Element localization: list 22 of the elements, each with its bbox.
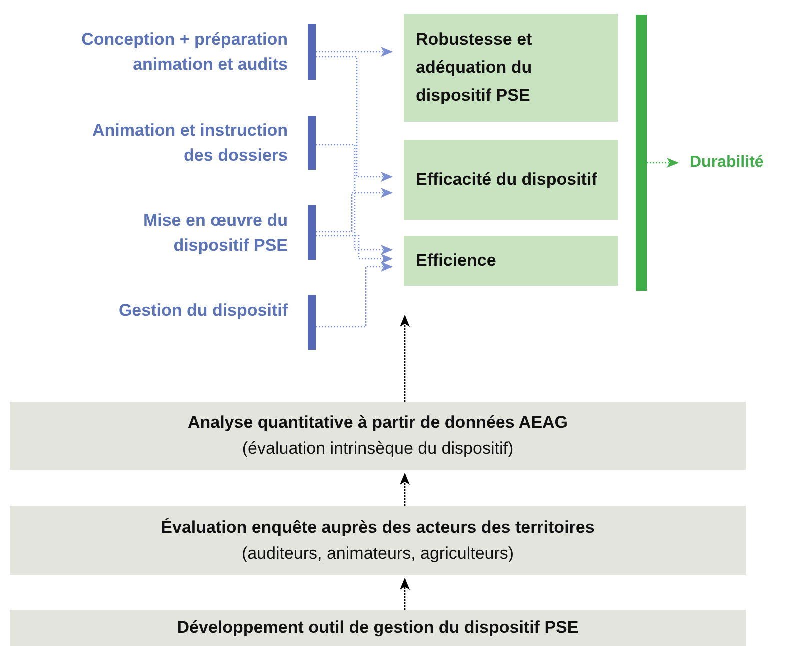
activity-label: Mise en œuvre du dispositif PSE [142,210,288,256]
arrow [316,235,393,264]
arrow [647,158,679,168]
activity-label: Gestion du dispositif [118,300,288,322]
criterion-box: Efficience [404,236,618,286]
arrow [316,262,393,328]
criterion-box: Robustesse et adéquation du dispositif PSE [404,14,618,122]
arrow [400,473,410,506]
arrow [316,144,393,255]
arrow [400,315,410,402]
evaluation-band: Développement outil de gestion du dispositif PSE [10,610,746,646]
criterion-box: Efficacité du dispositif [404,140,618,220]
arrow [400,578,410,610]
activity-label: Conception + préparation animation et audits [80,29,288,76]
arrow [316,47,393,57]
evaluation-band: Évaluation enquête auprès des acteurs des territoires (auditeurs, animateurs, agriculteurs) [10,506,746,575]
vertical-bar [636,15,647,291]
evaluation-band: Analyse quantitative à partir de données AEAG (évaluation intrinsèque du dispositif) [10,402,746,470]
activity-label: Animation et instruction des dossiers [92,120,288,167]
outcome-label: Durabilité [690,153,765,173]
arrow [316,188,393,233]
arrow [316,56,393,182]
